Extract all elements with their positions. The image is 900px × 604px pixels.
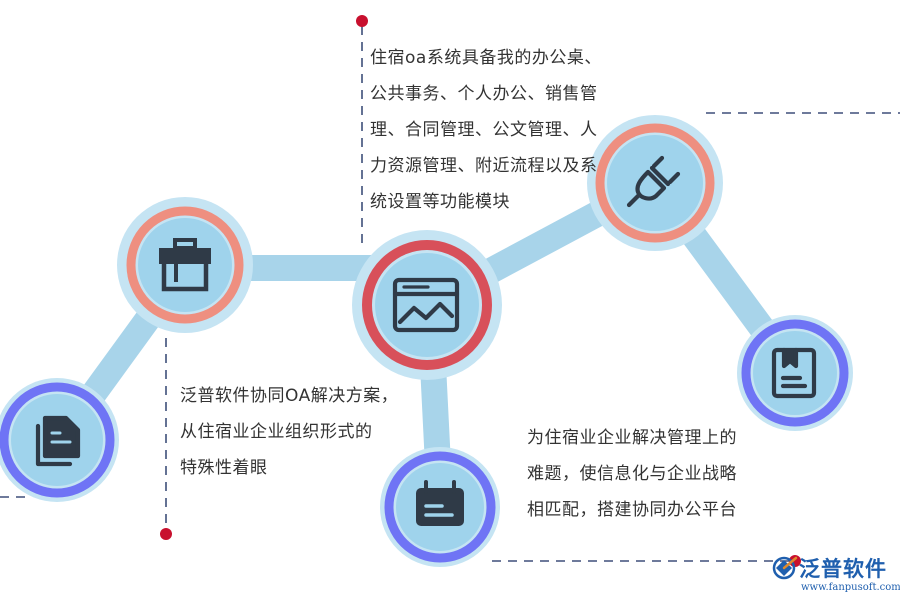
node-toolbox-fill (138, 218, 232, 312)
left-description: 泛普软件协同OA解决方案， 从住宿业企业组织形式的 特殊性着眼 (180, 378, 398, 486)
node-toolbox (117, 197, 253, 333)
guide-dot-left (160, 528, 172, 540)
top-description-line: 住宿oa系统具备我的办公桌、 (370, 48, 602, 68)
top-description-line: 统设置等功能模块 (370, 192, 510, 212)
logo-name: 泛普软件 (799, 557, 887, 581)
node-document-ring (0, 382, 115, 498)
right-description: 为住宿业企业解决管理上的 难题，使信息化与企业战略 相匹配，搭建协同办公平台 (527, 420, 737, 528)
brand-logo: 泛普软件 www.fanpusoft.com (770, 552, 900, 598)
node-book (737, 315, 853, 431)
right-description-line: 为住宿业企业解决管理上的 (527, 428, 737, 448)
node-chart (352, 230, 502, 380)
right-description-line: 难题，使信息化与企业战略 (527, 464, 737, 484)
top-description-line: 公共事务、个人办公、销售管 (370, 84, 598, 104)
node-plug-fill (607, 135, 703, 231)
image-chart-icon (392, 277, 460, 333)
document-stack-icon (35, 415, 81, 467)
node-chart-fill (375, 253, 479, 357)
node-card (380, 447, 500, 567)
left-description-line: 特殊性着眼 (180, 458, 268, 478)
dashed-guides (0, 26, 900, 562)
top-description-line: 理、合同管理、公文管理、人 (370, 120, 598, 140)
node-plug-ring (595, 123, 715, 243)
node-toolbox-ring (126, 206, 244, 324)
left-description-line: 泛普软件协同OA解决方案， (180, 386, 399, 406)
logo-url: www.fanpusoft.com (801, 582, 900, 593)
bookmark-book-icon (771, 347, 817, 399)
top-description-line: 力资源管理、附近流程以及系 (370, 156, 598, 176)
node-book-fill (753, 331, 837, 415)
node-card-ring (384, 451, 496, 563)
card-icon (416, 480, 464, 526)
node-chart-ring (362, 240, 492, 370)
left-description-line: 从住宿业企业组织形式的 (180, 422, 373, 442)
logo-mark-icon (772, 556, 798, 580)
node-plug (587, 115, 723, 251)
node-book-ring (741, 319, 849, 427)
right-description-line: 相匹配，搭建协同办公平台 (527, 500, 737, 520)
toolbox-icon (159, 238, 211, 292)
node-document (0, 378, 119, 502)
top-description: 住宿oa系统具备我的办公桌、 公共事务、个人办公、销售管 理、合同管理、公文管理… (370, 40, 602, 220)
plug-icon (626, 155, 681, 208)
guide-dot-top (356, 15, 368, 27)
